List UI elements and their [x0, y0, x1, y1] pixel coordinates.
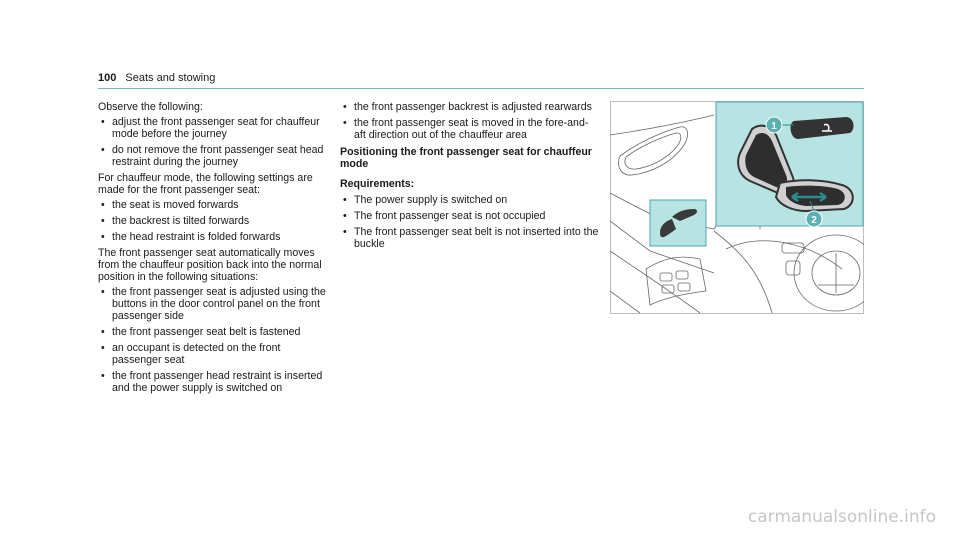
paragraph: For chauffeur mode, the following settin… — [98, 172, 313, 196]
bullet-list: the front passenger seat is adjusted usi… — [98, 286, 330, 394]
callout-1: 1 — [771, 121, 777, 132]
header-rule — [98, 88, 864, 89]
list-item: The front passenger seat is not occupied — [340, 210, 600, 222]
list-item: the front passenger head restraint is in… — [98, 370, 330, 394]
list-item: The front passenger seat belt is not ins… — [340, 226, 600, 250]
bullet-list: adjust the front passenger seat for chau… — [98, 116, 330, 168]
list-item: the backrest is tilted forwards — [98, 215, 330, 227]
callout-2: 2 — [811, 215, 817, 226]
seat-control-illustration: 1 2 — [609, 101, 879, 314]
paragraph: The front passenger seat automatically m… — [98, 247, 322, 283]
text-column-middle: the front passenger backrest is adjusted… — [340, 101, 600, 254]
list-item: the seat is moved forwards — [98, 199, 330, 211]
list-item: the front passenger seat is moved in the… — [340, 117, 600, 141]
intro-text: Observe the following: — [98, 101, 203, 113]
section-title: Seats and stowing — [125, 72, 216, 84]
list-item: the front passenger seat belt is fastene… — [98, 326, 330, 338]
requirements-label: Requirements: — [340, 178, 415, 190]
page-number: 100 — [98, 72, 117, 84]
list-item: the front passenger seat is adjusted usi… — [98, 286, 330, 322]
callout-1-badge: 1 — [765, 116, 783, 134]
list-item: do not remove the front passenger seat h… — [98, 144, 330, 168]
list-item: the front passenger backrest is adjusted… — [340, 101, 600, 113]
section-heading: Positioning the front passenger seat for… — [340, 146, 592, 170]
list-item: The power supply is switched on — [340, 194, 600, 206]
text-column-left: Observe the following: adjust the front … — [98, 101, 330, 398]
list-item: an occupant is detected on the front pas… — [98, 342, 330, 366]
list-item: adjust the front passenger seat for chau… — [98, 116, 330, 140]
watermark: carmanualsonline.info — [747, 507, 936, 527]
list-item: the head restraint is folded forwards — [98, 231, 330, 243]
page-header: 100 Seats and stowing — [98, 72, 215, 84]
callout-2-badge: 2 — [805, 210, 823, 228]
bullet-list: the seat is moved forwards the backrest … — [98, 199, 330, 243]
bullet-list: The power supply is switched on The fron… — [340, 194, 600, 250]
bullet-list: the front passenger backrest is adjusted… — [340, 101, 600, 141]
